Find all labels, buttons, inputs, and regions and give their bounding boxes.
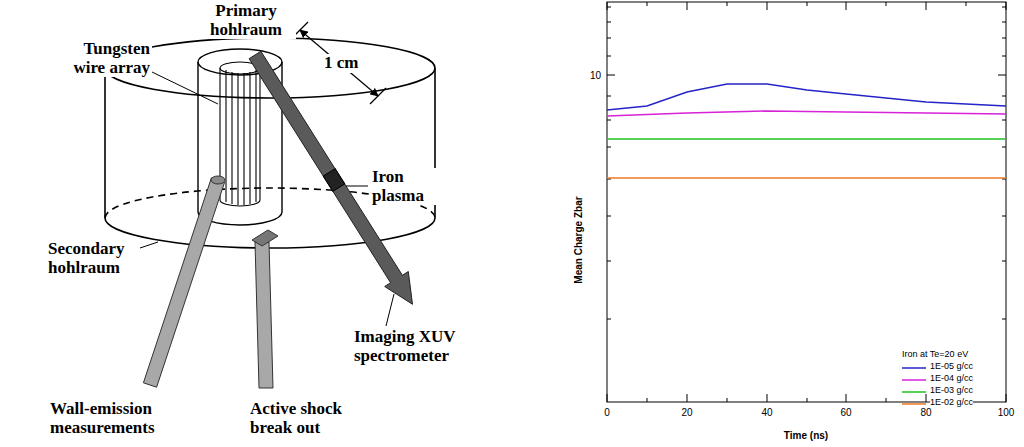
- legend-title: Iron at Te=20 eV: [902, 350, 968, 360]
- tick-marks: [607, 7, 615, 319]
- axis-tick-label: 80: [920, 407, 931, 418]
- part-label: Active shock break out: [248, 400, 356, 437]
- legend-sample-line: [902, 391, 926, 393]
- dimension-label: 1 cm: [322, 54, 360, 73]
- axis-tick-label: 60: [840, 407, 851, 418]
- part-label: Wall-emission measurements: [48, 400, 172, 437]
- plot-frame: [607, 2, 1006, 402]
- shock-breakout-beam: [252, 230, 278, 388]
- iron-plasma-sample: [323, 169, 344, 192]
- shock-target: [252, 230, 278, 246]
- legend-sample-line: [902, 379, 926, 381]
- data-curve: [607, 177, 1006, 179]
- extension-line: [370, 88, 386, 104]
- legend-entry: 1E-03 g/cc: [930, 386, 973, 396]
- axis-tick-label: 20: [681, 407, 692, 418]
- dimension-line: [300, 30, 378, 96]
- chart: [607, 2, 1006, 402]
- beam-end: [211, 176, 225, 184]
- wall-emission-beam: [143, 176, 225, 387]
- axis-tick-label: 100: [998, 407, 1015, 418]
- part-label: Secondary hohlraum: [46, 240, 140, 277]
- x-ticks: [607, 2, 1006, 402]
- data-curve: [607, 84, 1006, 110]
- part-label: Primary hohlraum: [196, 2, 296, 39]
- part-label: Imaging XUV spectrometer: [352, 328, 466, 365]
- axis-tick-label: 40: [761, 407, 772, 418]
- legend-sample-line: [902, 403, 926, 405]
- data-curve: [607, 111, 1006, 116]
- leader-line: [386, 294, 394, 326]
- legend-entry: 1E-02 g/cc: [930, 398, 973, 408]
- cylinder-side: [197, 62, 198, 212]
- axis-tick-label: 0: [604, 407, 610, 418]
- data-curve: [607, 138, 1006, 140]
- leader-line: [137, 242, 158, 249]
- legend-entry: 1E-05 g/cc: [930, 362, 973, 372]
- wire: [225, 70, 226, 202]
- axis-title: Mean Charge Zbar: [573, 196, 584, 283]
- tick-marks: [607, 2, 1006, 10]
- axis-tick-label: 10: [590, 70, 601, 81]
- legend-samples: [902, 368, 926, 404]
- wire: [259, 68, 260, 200]
- beam: [143, 178, 224, 387]
- part-label: Iron plasma: [370, 168, 444, 205]
- y-ticks: [607, 7, 1006, 319]
- tick-marks: [998, 7, 1006, 319]
- wire: [237, 73, 238, 205]
- dimension-1cm: [292, 22, 386, 104]
- wire: [231, 72, 232, 204]
- leader-lines: [137, 72, 394, 326]
- axis-title: Time (ns): [784, 430, 828, 441]
- wire: [255, 70, 256, 202]
- leader-line: [152, 72, 218, 104]
- beam: [255, 242, 273, 388]
- wire: [243, 73, 244, 205]
- wire: [249, 72, 250, 204]
- legend-entry: 1E-04 g/cc: [930, 374, 973, 384]
- part-label: Tungsten wire array: [58, 40, 152, 77]
- leader-line: [346, 186, 368, 187]
- wire-array: [220, 62, 260, 206]
- legend-sample-line: [902, 367, 926, 369]
- cylinder-side: [104, 68, 106, 218]
